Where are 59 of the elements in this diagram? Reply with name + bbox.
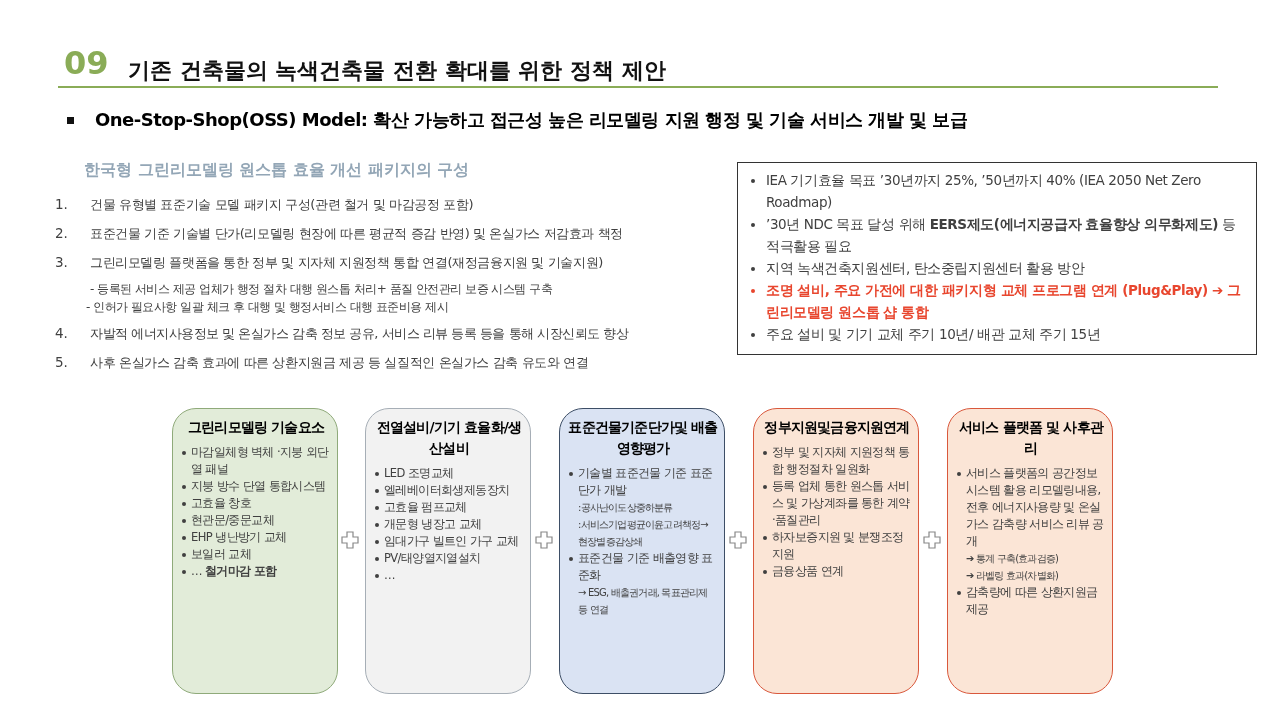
rounded-card	[172, 408, 338, 694]
card-heading: 서비스 플랫폼 및 사후관리	[957, 418, 1105, 458]
list-number: 5.	[55, 354, 68, 370]
list-item: 사후 온실가스 감축 효과에 따른 상환지원금 제공 등 실질적인 온실가스 감축 유도와 연결	[90, 354, 589, 372]
card-heading: 표준건물기준단가및 배출영향평가	[567, 418, 719, 458]
note-box	[737, 162, 1257, 355]
bullet-item: PV/태양열지열설치	[384, 551, 481, 565]
bullet-item: 지붕 방수 단열 통합시스템	[191, 479, 326, 493]
bullet-item: 고효율 창호	[191, 496, 252, 510]
bullet-item: LED 조명교체	[384, 466, 454, 480]
bullet-item: 지역 녹색건축지원센터, 탄소중립지원센터 활용 방안	[766, 260, 1085, 276]
list-item: 표준건물 기준 기술별 단가(리모델링 현장에 따른 평균적 증감 반영) 및 온실가스 저감효과 책정	[90, 225, 623, 243]
slide-title: 기존 건축물의 녹색건축물 전환 확대를 위한 정책 제안	[128, 57, 666, 85]
bullet-item: 임대가구 빌트인 가구 교체	[384, 534, 519, 548]
bullet-item: 주요 설비 및 기기 교체 주기 10년/ 배관 교체 주기 15년	[766, 326, 1101, 342]
list-number: 2.	[55, 225, 68, 241]
bullet-item: ’30년 NDC 목표 달성 위해 EERS제도(에너지공급자 효율향상 의무화제도) 등 적극활용 필요	[766, 216, 1236, 254]
sub-item: :공사난이도상중하분류	[577, 501, 674, 515]
card-heading: 전열설비/기기 효율화/생산설비	[375, 418, 523, 458]
sub-item: ➔ 라벨링 효과(차별화)	[965, 569, 1060, 583]
rounded-card	[365, 408, 531, 694]
sub-item: ➔ 통계 구축(효과검증)	[965, 552, 1060, 566]
list-item: 건물 유형별 표준기술 모델 패키지 구성(관련 철거 및 마감공정 포함)	[90, 196, 474, 214]
list-item: 자발적 에너지사용정보 및 온실가스 감축 정보 공유, 서비스 리뷰 등록 등을 통해 시장신뢰도 향상	[90, 325, 629, 343]
bullet-item: 하자보증지원 및 분쟁조정지원	[772, 530, 904, 561]
card-heading: 그린리모델링 기술요소	[186, 418, 326, 437]
list-number: 3.	[55, 254, 68, 270]
bullet-item: 표준건물 기준 배출영향 표준화	[578, 551, 713, 582]
sub-item: - 인허가 필요사항 일괄 체크 후 대행 및 행정서비스 대행 표준비용 제시	[86, 299, 449, 316]
section-heading: 한국형 그린리모델링 원스톱 효율 개선 패키지의 구성	[84, 160, 470, 181]
sub-item: :서비스기업평균이윤고려책정→ 현장별증감상쇄	[577, 518, 709, 549]
bullet-item: … 철거마감 포함	[191, 564, 277, 578]
bullet-item: 보일러 교체	[191, 547, 252, 561]
rounded-card	[559, 408, 725, 694]
bullet-item: EHP 냉난방기 교체	[191, 530, 287, 544]
bullet-item: 현관문/중문교체	[191, 513, 275, 527]
section-number: 09	[64, 44, 109, 82]
list-number: 1.	[55, 196, 68, 212]
bullet-item: IEA 기기효율 목표 ’30년까지 25%, ’50년까지 40% (IEA 2050 Net Zero Roadmap)	[766, 172, 1201, 210]
bullet-item: 기술별 표준건물 기준 표준단가 개발	[578, 466, 713, 497]
bullet-item: 감축량에 따른 상환지원금 제공	[966, 585, 1098, 616]
bullet-item: …	[384, 568, 395, 582]
bullet-item: 정부 및 지자체 지원정책 통합 행정절차 일원화	[772, 445, 910, 476]
bullet-item: 엘레베이터회생제동장치	[384, 483, 510, 497]
bullet-item: 조명 설비, 주요 가전에 대한 패키지형 교체 프로그램 연계 (Plug&Play) ➔ 그린리모델링 원스톱 샵 통합	[766, 282, 1241, 320]
sub-item: → ESG, 배출권거래, 목표관리제 등 연결	[577, 586, 709, 617]
bullet-item: 고효율 펌프교체	[384, 500, 467, 514]
sub-item: - 등록된 서비스 제공 업체가 행정 절차 대행 원스톱 처리+ 품질 안전관리 보증 시스템 구축	[90, 281, 553, 298]
bullet-item: 마감일체형 벽체 ·지붕 외단열 패널	[191, 445, 329, 476]
rounded-card	[753, 408, 919, 694]
bullet-item: 금융상품 연계	[772, 564, 844, 578]
rounded-card	[947, 408, 1113, 694]
list-number: 4.	[55, 325, 68, 341]
list-item: 그린리모델링 플랫폼을 통한 정부 및 지자체 지원정책 통합 연결(재정금융지원 및 기술지원)	[90, 254, 603, 272]
bullet-item: 등록 업체 통한 원스톱 서비스 및 가상계좌를 통한 계약 ·품질관리	[772, 479, 910, 527]
card-heading: 정부지원및금융지원연계	[763, 418, 911, 437]
subtitle: One-Stop-Shop(OSS) Model: 확산 가능하고 접근성 높은 리모델링 지원 행정 및 기술 서비스 개발 및 보급	[95, 108, 968, 132]
bullet-item: 개문형 냉장고 교체	[384, 517, 482, 531]
bullet-item: 서비스 플랫폼의 공간정보 시스템 활용 리모델링내용, 전후 에너지사용량 및 온실가스 감축량 서비스 리뷰 공개	[966, 466, 1104, 548]
